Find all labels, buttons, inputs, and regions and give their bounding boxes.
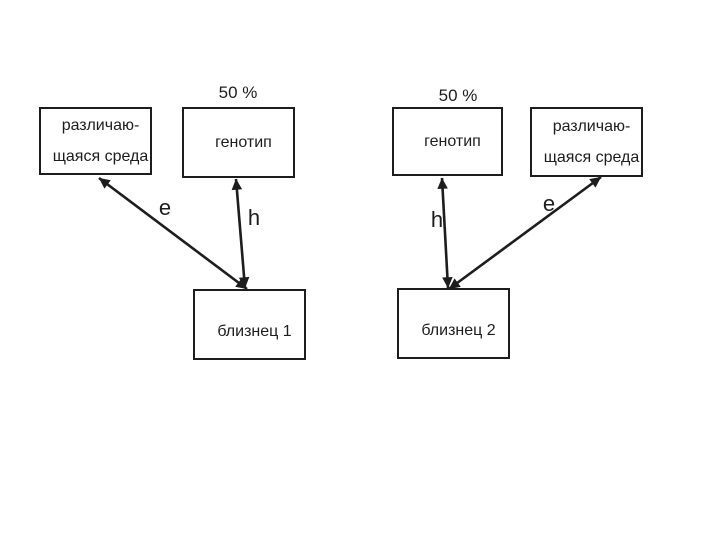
box-differing-environment-left-line1: различаю- — [61, 117, 140, 134]
box-twin-1-label: близнец 1 — [217, 323, 292, 340]
box-twin-2-label: близнец 2 — [421, 322, 496, 339]
box-differing-environment-left-line2: щаяся среда — [52, 148, 149, 165]
label-path-e-right: e — [542, 191, 556, 216]
box-genotype-right-label: генотип — [424, 133, 481, 150]
label-50pct-right: 50 % — [438, 86, 478, 105]
box-twin-2: близнец 2 — [397, 288, 510, 359]
box-genotype-left: генотип — [182, 107, 295, 178]
label-path-h-left: h — [247, 205, 261, 230]
arrow-e-left — [98, 176, 248, 291]
arrow-h-left — [231, 178, 250, 289]
box-differing-environment-right: различаю- щаяся среда — [530, 107, 643, 177]
box-genotype-right: генотип — [392, 107, 503, 176]
label-path-e-left: e — [158, 195, 172, 220]
box-genotype-left-label: генотип — [215, 134, 272, 151]
arrow-e-right — [448, 175, 602, 291]
box-differing-environment-right-line1: различаю- — [552, 118, 631, 135]
label-path-h-right: h — [430, 207, 444, 232]
box-differing-environment-left: различаю- щаяся среда — [39, 107, 152, 175]
box-twin-1: близнец 1 — [193, 289, 306, 360]
box-differing-environment-right-line2: щаяся среда — [543, 149, 640, 166]
arrow-h-right — [437, 177, 453, 289]
label-50pct-left: 50 % — [218, 83, 258, 102]
